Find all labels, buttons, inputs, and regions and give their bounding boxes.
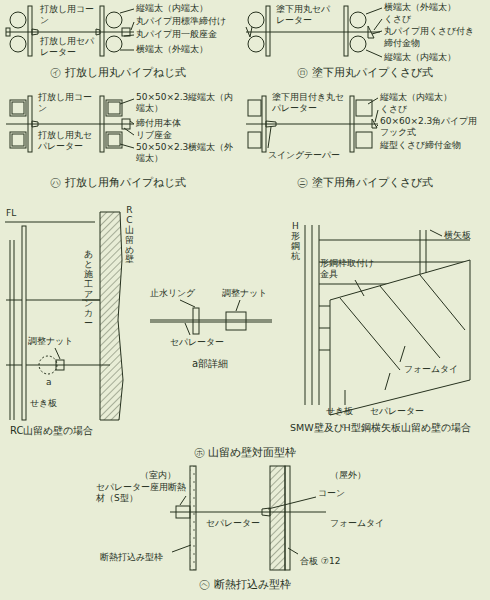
part-label: 丸パイプ用くさび付き	[384, 26, 474, 37]
part-label: 横矢板	[444, 230, 471, 241]
part-label: 調整ナット	[28, 336, 73, 347]
part-label: 合板 ⑦12	[300, 556, 340, 567]
part-label: ㋺ 塗下用丸パイプくさび式	[297, 66, 433, 79]
part-label: 塗下用目付き丸セパレーター	[272, 92, 346, 114]
part-label: 横端太（外端太）	[384, 2, 456, 13]
part-label: リブ座金	[136, 130, 172, 141]
part-label: フォームタイ	[330, 518, 384, 529]
part-label: セパレーター	[170, 337, 224, 348]
part-label: SMW壁及びH型鋼横矢板山留め壁の場合	[290, 422, 471, 433]
part-label: 打放し用丸セパレーター	[38, 130, 96, 152]
part-label: あと施工アンカー	[84, 250, 93, 329]
part-label: FL	[6, 208, 16, 219]
part-label: 打放し用コーン	[40, 4, 98, 26]
part-label: 50×50×2.3縦端太（内端太）	[136, 92, 236, 114]
part-label: 塗下用丸セパレーター	[276, 4, 336, 26]
part-label: ㋭ 山留め壁対面型枠	[194, 446, 297, 459]
part-label: RC山留め壁の場合	[10, 425, 93, 437]
part-label: （室内）	[140, 470, 176, 481]
part-label: セパレーター座用断熱材（S型）	[96, 482, 186, 504]
part-label: 締付用本体	[136, 118, 181, 129]
part-label: a	[46, 377, 52, 388]
part-label: 縦端太（内端太）	[384, 52, 456, 63]
part-label: H形鋼杭	[291, 222, 300, 262]
part-label: ㋥ 塗下用角パイプくさび式	[297, 176, 433, 189]
part-label: 打放し用セパレーター	[40, 36, 98, 58]
part-label: （屋外）	[330, 470, 366, 481]
part-label: 横端太（外端太）	[136, 44, 208, 55]
part-label: 形鋼枠取付け金具	[320, 258, 374, 280]
part-label: フォームタイ	[404, 364, 458, 375]
part-label: スイングテーパー	[268, 150, 340, 161]
part-label: セパレーター	[206, 518, 260, 529]
part-label: 丸パイプ用一般座金	[136, 29, 217, 40]
part-label: くさび	[384, 14, 411, 25]
part-label: 50×50×2.3横端太（外端太）	[136, 142, 236, 164]
part-label: 締付金物	[384, 38, 420, 49]
part-label: 縦端太（内端太）	[380, 92, 452, 103]
part-label: 止水リング	[150, 288, 195, 299]
part-label: 調整ナット	[222, 288, 267, 299]
part-label: 打放し用コーン	[38, 92, 96, 114]
part-label: 縦型くさび締付金物	[380, 140, 461, 151]
part-label: せき板	[326, 406, 353, 417]
part-label: ㋩ 打放し用角パイプねじ式	[50, 176, 186, 189]
part-label: ㋑ 打放し用丸パイプねじ式	[50, 66, 186, 79]
part-label: 縦端太（内端太）	[136, 3, 208, 14]
part-label: セパレーター	[370, 406, 424, 417]
part-label: RC山留め壁	[125, 206, 134, 265]
part-label: くさび	[380, 104, 407, 115]
part-label: ㋬ 断熱打込み型枠	[199, 578, 291, 591]
part-label: 断熱打込み型枠	[100, 552, 163, 563]
part-label: せき板	[30, 398, 57, 409]
part-label: a部詳細	[192, 358, 228, 370]
part-label: 丸パイプ用標準締付け	[136, 16, 226, 27]
part-label: 60×60×2.3角パイプ用フック式	[380, 116, 486, 138]
part-label: コーン	[318, 488, 345, 499]
